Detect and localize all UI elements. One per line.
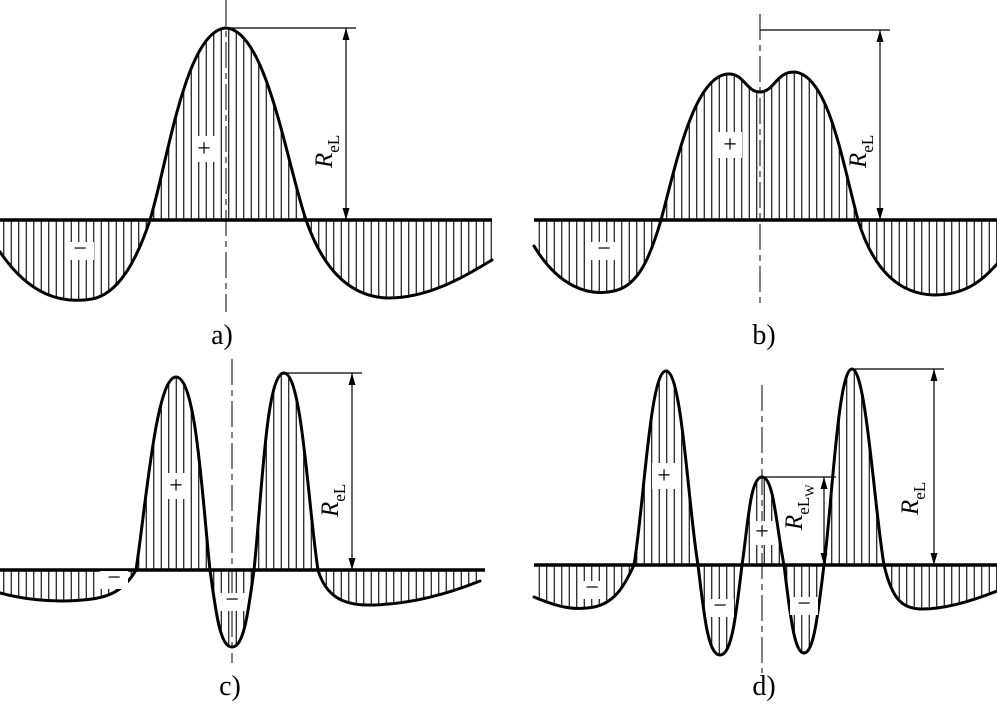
svg-text:−: − — [73, 236, 87, 262]
svg-text:+: + — [197, 136, 211, 162]
svg-text:−: − — [225, 587, 239, 613]
panel-d: ReLW ReL + + − − − d) — [532, 367, 997, 702]
profile-curve — [0, 26, 494, 302]
minus-sign-left: − — [578, 575, 606, 601]
negative-region-right — [318, 570, 480, 605]
negative-region-right — [306, 220, 492, 298]
svg-text:+: + — [169, 473, 183, 499]
svg-text:+: + — [723, 132, 737, 158]
caption-a: a) — [211, 320, 233, 351]
minus-sign: − — [590, 236, 618, 262]
caption-b: b) — [752, 320, 775, 351]
panel-a: ReL + − a) — [0, 0, 494, 351]
svg-text:+: + — [755, 519, 769, 545]
caption-d: d) — [752, 671, 775, 702]
dimension-label-rel: ReL — [845, 135, 877, 169]
minus-sign-left: − — [100, 565, 128, 591]
svg-text:−: − — [585, 575, 599, 601]
negative-region-right — [884, 565, 997, 609]
svg-text:−: − — [797, 591, 811, 617]
plus-sign: + — [164, 473, 188, 499]
plus-sign-middle: + — [751, 519, 773, 545]
dimension-label-rel: ReL — [311, 135, 343, 169]
minus-sign: − — [66, 236, 94, 262]
negative-region-right — [858, 220, 997, 295]
positive-region-right — [254, 373, 318, 570]
svg-text:−: − — [713, 593, 727, 619]
plus-sign: + — [718, 132, 742, 158]
panel-c: ReL + − − c) — [0, 359, 485, 702]
minus-sign-dip2: − — [790, 591, 818, 617]
minus-sign-dip1: − — [706, 593, 734, 619]
svg-text:−: − — [597, 236, 611, 262]
minus-sign-center: − — [218, 587, 246, 613]
panel-b: ReL + − b) — [532, 14, 997, 351]
dimension-label-rel: ReL — [317, 484, 349, 518]
dimension-label-relw: ReLW — [781, 484, 817, 531]
negative-region-left — [0, 220, 150, 301]
plus-sign-left: + — [652, 463, 676, 489]
dimension-label-rel: ReL — [897, 482, 929, 516]
plus-sign: + — [192, 136, 216, 162]
svg-text:+: + — [657, 463, 671, 489]
svg-text:−: − — [107, 565, 121, 591]
caption-c: c) — [219, 671, 241, 702]
